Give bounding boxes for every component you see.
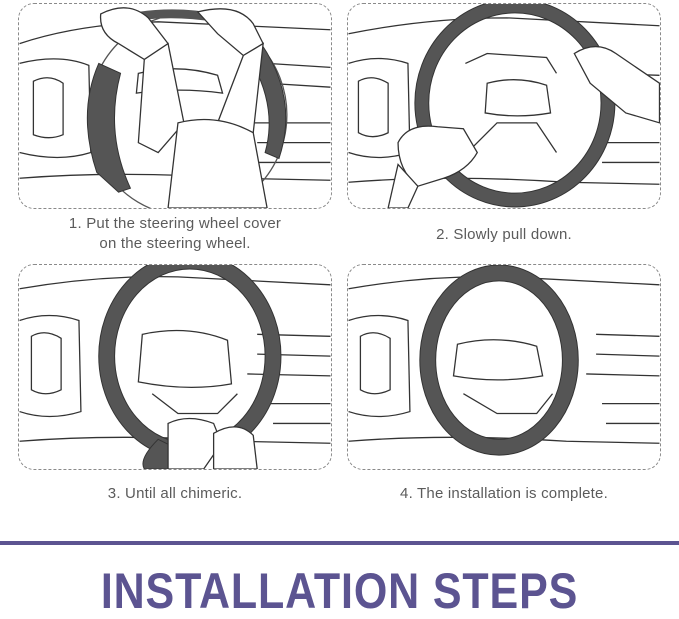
step-2-illustration — [347, 3, 661, 209]
step-1-drawing — [19, 7, 331, 208]
step-3-illustration — [18, 264, 332, 470]
step-4-caption-line1: 4. The installation is complete. — [400, 485, 608, 502]
section-divider — [0, 541, 679, 545]
step-4-caption: 4. The installation is complete. — [339, 484, 669, 504]
step-2-drawing — [348, 4, 660, 208]
step-3-caption: 3. Until all chimeric. — [10, 484, 340, 504]
step-4-illustration — [347, 264, 661, 470]
step-1-caption-line2: on the steering wheel. — [99, 235, 251, 252]
step-2-caption: 2. Slowly pull down. — [339, 225, 669, 245]
step-1-illustration — [18, 3, 332, 209]
step-3-drawing — [19, 265, 331, 469]
step-1-caption: 1. Put the steering wheel cover on the s… — [10, 214, 340, 254]
step-4-drawing — [348, 265, 660, 456]
step-3-caption-line1: 3. Until all chimeric. — [107, 485, 243, 502]
step-2-caption-line1: 2. Slowly pull down. — [436, 226, 572, 243]
page-title: INSTALLATION STEPS — [100, 563, 579, 619]
step-1-caption-line1: 1. Put the steering wheel cover — [68, 215, 282, 232]
